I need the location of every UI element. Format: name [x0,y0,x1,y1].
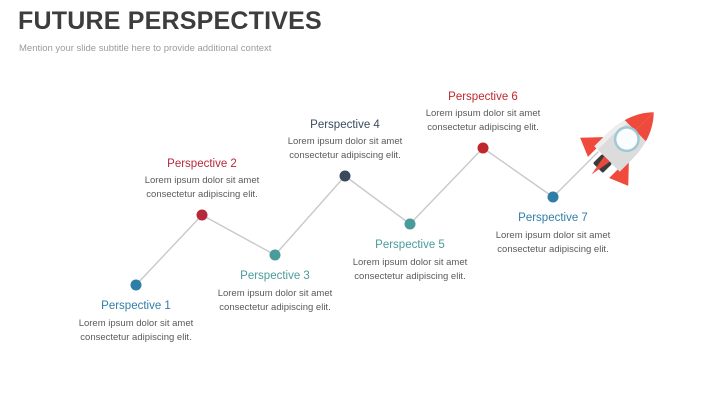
slide-header: FUTURE PERSPECTIVES Mention your slide s… [18,7,678,54]
node-label-6[interactable]: Perspective 6 Lorem ipsum dolor sit amet … [408,90,558,134]
node-dot-6[interactable] [477,142,489,154]
node-label-4[interactable]: Perspective 4 Lorem ipsum dolor sit amet … [270,118,420,162]
node-desc-1: Lorem ipsum dolor sit amet consectetur a… [78,318,194,343]
rocket-nose-cone [635,112,654,142]
node-dot-3[interactable] [269,249,281,261]
node-title-1: Perspective 1 [101,300,171,312]
rocket-flame [591,156,610,175]
node-dot-1[interactable] [130,279,142,291]
node-label-5[interactable]: Perspective 5 Lorem ipsum dolor sit amet … [335,238,485,283]
node-label-1[interactable]: Perspective 1 Lorem ipsum dolor sit amet … [61,299,211,344]
page-subtitle: Mention your slide subtitle here to prov… [19,42,272,54]
node-dot-7[interactable] [547,191,559,203]
node-label-2[interactable]: Perspective 2 Lorem ipsum dolor sit amet … [127,157,277,201]
node-desc-3: Lorem ipsum dolor sit amet consectetur a… [217,288,333,313]
node-title-6: Perspective 6 [448,91,518,103]
node-title-7: Perspective 7 [518,212,588,224]
node-title-5: Perspective 5 [375,239,445,251]
node-dot-5[interactable] [404,218,416,230]
node-desc-6: Lorem ipsum dolor sit amet consectetur a… [425,108,541,133]
rocket-icon [576,92,672,192]
node-label-3[interactable]: Perspective 3 Lorem ipsum dolor sit amet … [200,269,350,314]
node-desc-5: Lorem ipsum dolor sit amet consectetur a… [352,257,468,282]
node-desc-4: Lorem ipsum dolor sit amet consectetur a… [287,136,403,161]
node-title-3: Perspective 3 [240,270,310,282]
node-desc-2: Lorem ipsum dolor sit amet consectetur a… [144,175,260,200]
rocket-nose-cone-left [624,112,654,131]
node-desc-7: Lorem ipsum dolor sit amet consectetur a… [495,230,611,255]
node-dot-2[interactable] [196,209,208,221]
node-dot-4[interactable] [339,170,351,182]
node-title-2: Perspective 2 [167,158,237,170]
rocket-body-shade [594,112,654,150]
node-label-7[interactable]: Perspective 7 Lorem ipsum dolor sit amet … [478,211,628,256]
page-title: FUTURE PERSPECTIVES [18,7,322,35]
rocket-window-glass [616,128,638,150]
node-title-4: Perspective 4 [310,119,380,131]
